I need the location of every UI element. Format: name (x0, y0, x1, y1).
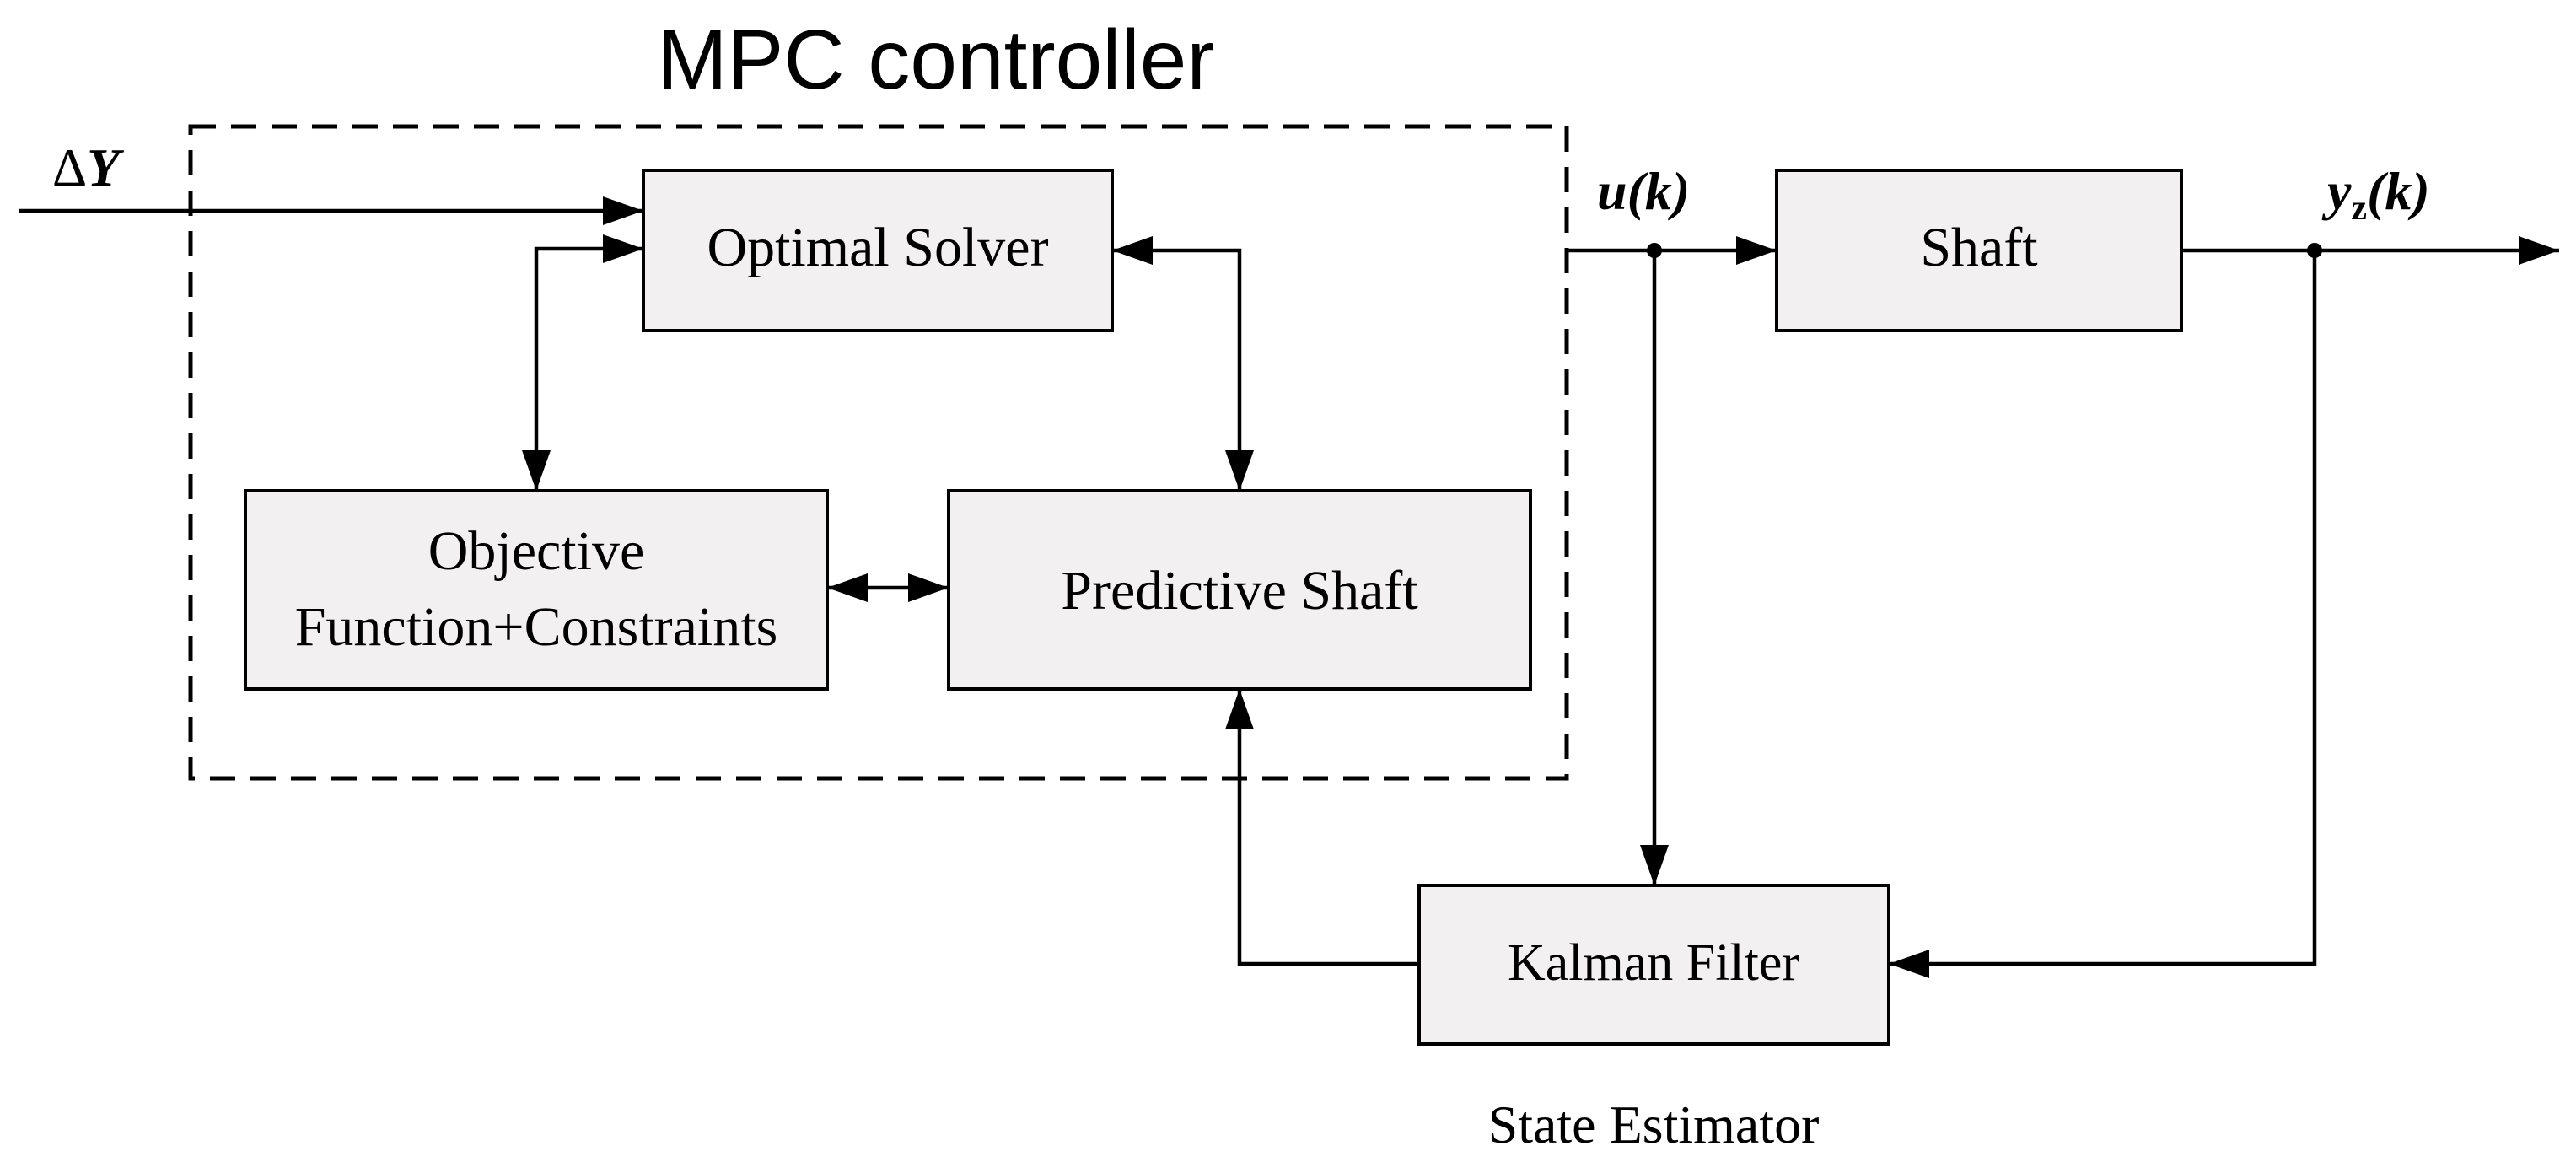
kalman-to-predictive-arrow (1225, 689, 1419, 966)
mpc-controller-boundary (188, 124, 1569, 781)
mpc-controller-title: MPC controller (657, 13, 1214, 107)
output-signal-label: yz(k) (2321, 161, 2430, 228)
control-signal-label: u(k) (1597, 161, 1690, 221)
objective-label-line2: Function+Constraints (295, 596, 778, 658)
optimal-solver-block (642, 169, 1114, 332)
output-to-kalman-arrow (1889, 250, 2317, 978)
delta-y-label: ΔY (52, 137, 124, 197)
solver-predictive-link (1112, 236, 1254, 491)
objective-label-line1: Objective (428, 520, 645, 582)
shaft-label: Shaft (1920, 217, 2037, 278)
state-estimator-label: State Estimator (1488, 1095, 1820, 1154)
kalman-filter-label: Kalman Filter (1508, 934, 1799, 992)
objective-solver-link (522, 234, 643, 491)
objective-function-block (244, 489, 829, 691)
predictive-shaft-label: Predictive Shaft (1061, 560, 1417, 621)
optimal-solver-label: Optimal Solver (707, 217, 1048, 278)
